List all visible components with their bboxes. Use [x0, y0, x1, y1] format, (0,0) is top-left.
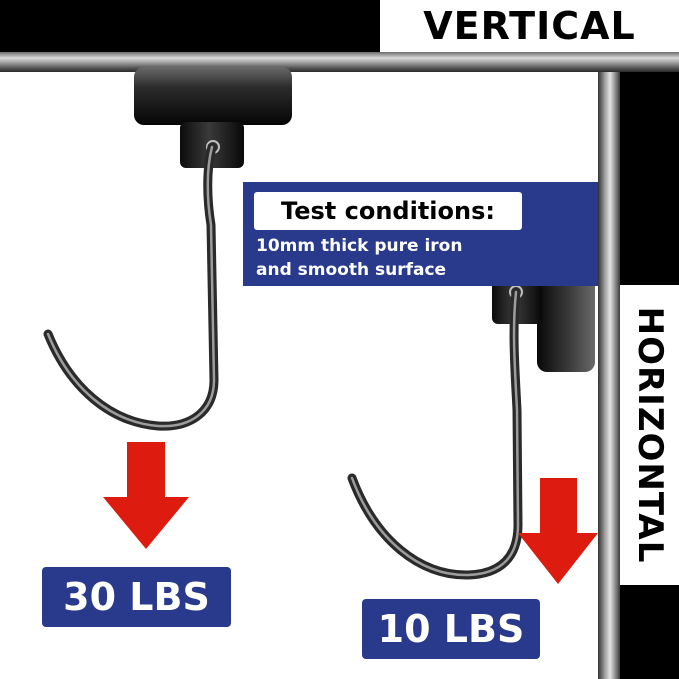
horizontal-label-box: HORIZONTAL: [620, 285, 679, 585]
arrow-down-icon: [103, 442, 189, 549]
hook-icon: [347, 287, 523, 580]
hook-icon: [43, 142, 219, 431]
test-conditions-line-2: and smooth surface: [256, 260, 447, 280]
horizontal-capacity-badge: 10 LBS: [362, 599, 540, 659]
test-conditions-line-1: 10mm thick pure iron: [256, 236, 463, 256]
test-conditions-title: Test conditions:: [254, 192, 522, 230]
right-chrome-bar: [598, 72, 620, 679]
vertical-label-box: VERTICAL: [380, 0, 679, 52]
arrow-down-icon: [518, 478, 598, 584]
vertical-label: VERTICAL: [423, 4, 636, 48]
vertical-capacity-badge: 30 LBS: [42, 567, 231, 627]
